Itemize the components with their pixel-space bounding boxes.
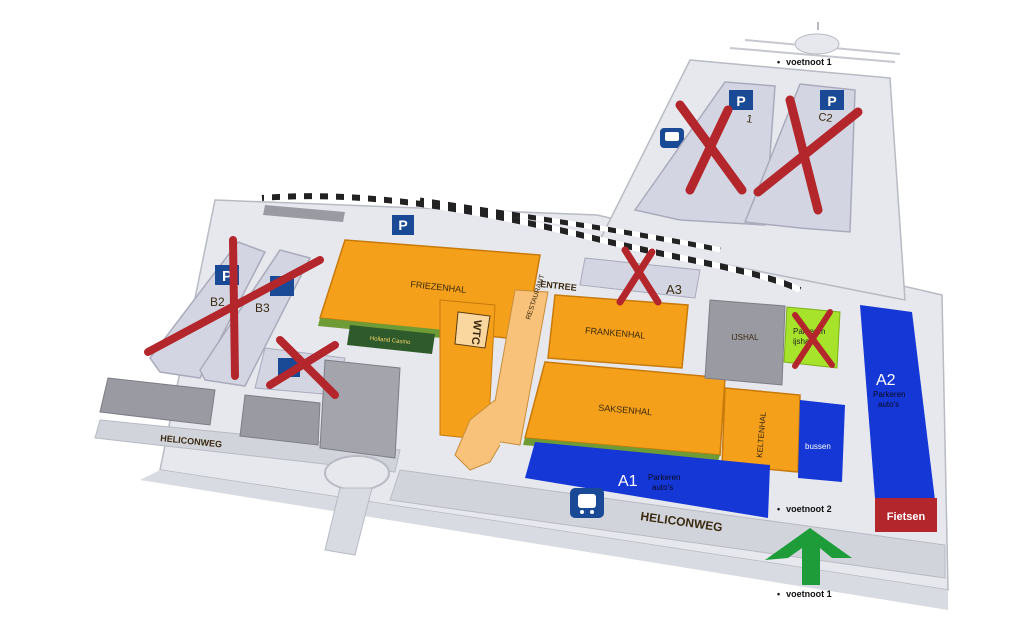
wtc-label: WTC <box>469 319 484 345</box>
roundabout <box>324 455 390 491</box>
keltenhal <box>721 387 801 473</box>
casino-sign <box>347 325 435 354</box>
parking-ijshal-line2: ijshal <box>793 337 811 346</box>
restaurant-walkway <box>487 289 549 446</box>
p-sign-north-letter: P <box>398 217 407 233</box>
b2-p-letter: P <box>222 268 232 285</box>
fietsen-label: Fietsen <box>887 511 926 523</box>
bus-icon-north-body <box>665 132 679 141</box>
c1-p-sign <box>729 90 753 110</box>
a2-line2: auto's <box>878 400 899 409</box>
frankenhal <box>547 294 689 369</box>
bus-stop-icon-body <box>578 494 596 508</box>
building-north-strip <box>263 205 345 222</box>
entree-label: ENTREE <box>540 279 577 293</box>
footnote-mid: voetnoot 2 <box>777 504 832 514</box>
building-casino-block-2 <box>319 359 401 459</box>
railway-track-2 <box>419 197 721 253</box>
north-roundabout <box>794 33 840 55</box>
road-south <box>324 487 373 556</box>
closed-marker-c1 <box>675 100 747 195</box>
a2-line1: Parkeren <box>873 390 905 399</box>
casino-sign-label: Holland Casino <box>370 336 412 346</box>
closed-marker-a3 <box>616 246 662 306</box>
closed-marker-b2-b3 <box>144 236 324 380</box>
bus-stop-icon-wheel-l <box>580 510 584 514</box>
building-west <box>99 377 216 426</box>
a3-label: A3 <box>666 282 682 297</box>
a2-code: A2 <box>876 372 896 389</box>
a1-line1: Parkeren <box>648 473 680 482</box>
bussen-label: bussen <box>805 442 831 451</box>
wtc-sign <box>454 311 491 349</box>
closed-marker-ijshal-parking <box>792 309 835 369</box>
walkway-curve <box>454 399 501 471</box>
ijshal <box>704 299 786 386</box>
c2-label: C2 <box>818 111 834 125</box>
b2-label: B2 <box>210 295 225 309</box>
keltenhal-label: KELTENHAL <box>755 411 768 458</box>
closed-marker-b1 <box>266 336 339 399</box>
footnote-top: voetnoot 1 <box>777 57 832 67</box>
closed-marker-c2 <box>753 95 863 215</box>
bus-stop-icon-wheel-r <box>590 510 594 514</box>
saksenhal-label: SAKSENHAL <box>598 403 653 418</box>
parking-bussen <box>798 400 845 482</box>
a1-line2: auto's <box>652 483 673 492</box>
c2-p-sign <box>820 90 844 110</box>
entrance-arrow <box>765 528 852 585</box>
c2-p-letter: P <box>827 93 836 109</box>
p-sign-north <box>392 215 414 235</box>
parking-a1 <box>525 442 770 518</box>
a1-code: A1 <box>618 473 638 490</box>
ijshal-label: IJSHAL <box>731 333 759 342</box>
c1-p-letter: P <box>736 93 745 109</box>
fietsen-area <box>875 498 937 532</box>
building-casino-block <box>239 394 321 446</box>
footnote-bottom: voetnoot 1 <box>777 589 832 599</box>
b3-label: B3 <box>255 301 270 315</box>
c1-label: 1 <box>746 113 754 126</box>
parking-a2 <box>860 305 935 500</box>
railway-track <box>261 193 802 293</box>
